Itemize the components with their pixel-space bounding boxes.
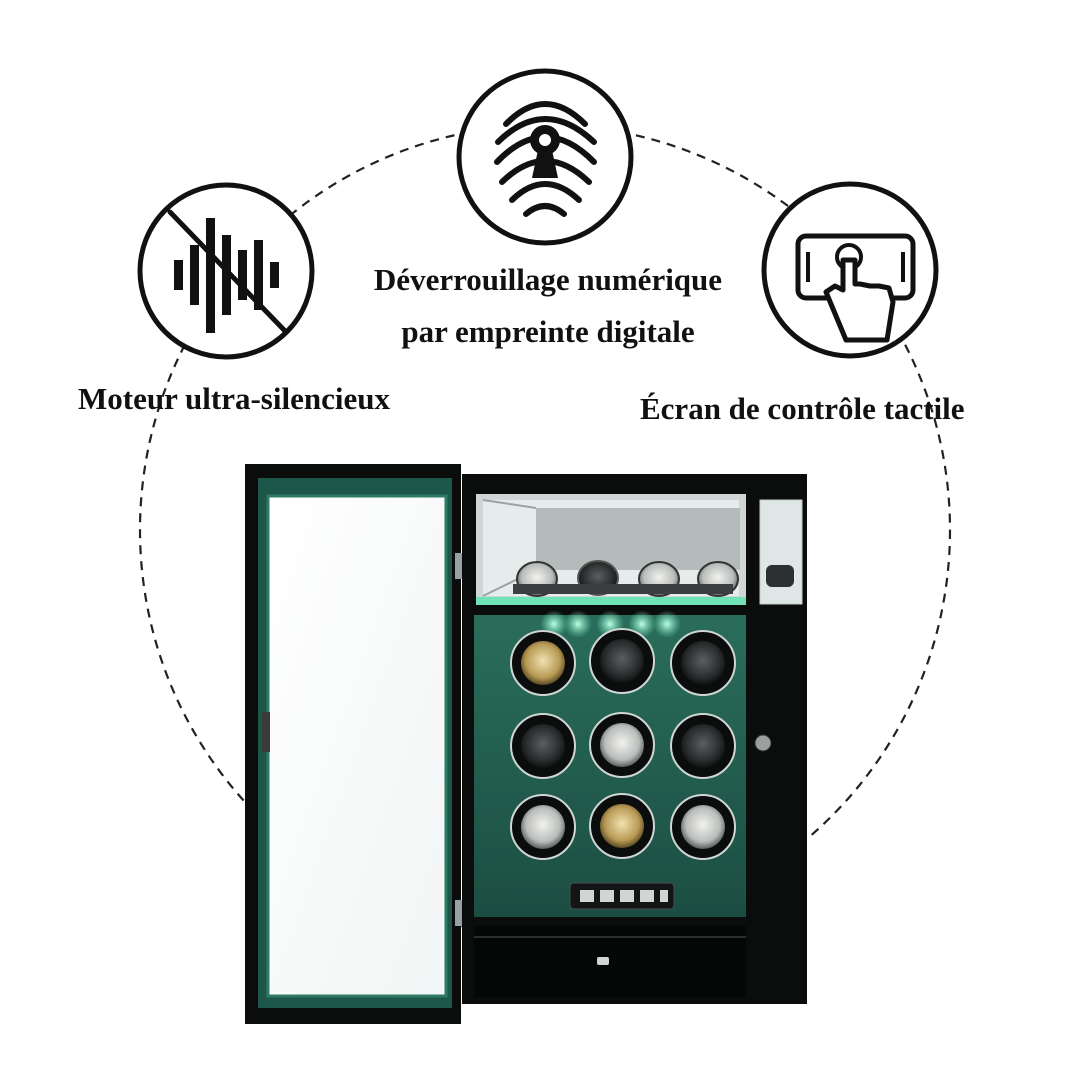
cabinet-body [462, 474, 807, 1004]
touch-screen-hand-icon [761, 181, 939, 359]
feature-label-silent-motor: Moteur ultra-silencieux [78, 381, 390, 416]
fingerprint-label-line-2: par empreinte digitale [401, 314, 695, 349]
winder-slots [510, 628, 736, 860]
feature-label-fingerprint: Déverrouillage numérique par empreinte d… [320, 254, 776, 358]
fingerprint-keyhole-icon [456, 68, 634, 246]
cabinet-door [245, 464, 467, 1024]
muted-sound-wave-icon [137, 182, 315, 360]
feature-label-touch-screen: Écran de contrôle tactile [640, 391, 965, 426]
display-watches [513, 560, 739, 597]
fingerprint-label-line-1: Déverrouillage numérique [373, 262, 723, 297]
